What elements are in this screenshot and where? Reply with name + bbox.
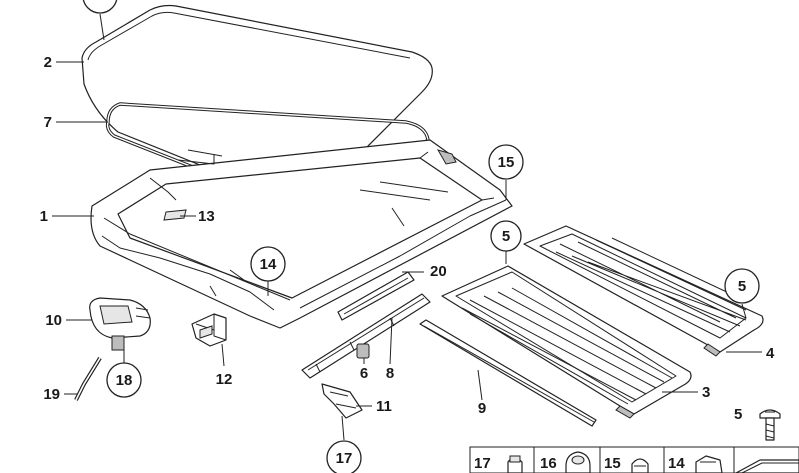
callout-6: 6 [360, 365, 368, 382]
callout-19: 19 [43, 386, 60, 403]
callout-1: 1 [40, 208, 48, 225]
legend-num-14: 14 [668, 455, 685, 472]
callout-5c: 5 [734, 406, 742, 423]
nut-icon [507, 455, 523, 473]
callout-5b: 5 [738, 278, 746, 295]
sunroof-frame [90, 139, 513, 329]
callout-4: 4 [766, 345, 775, 362]
guide-rail [301, 293, 431, 379]
legend-num-16: 16 [540, 455, 557, 472]
leader-lines [52, 13, 762, 441]
callout-13: 13 [198, 208, 215, 225]
drive-motor [89, 297, 151, 351]
callout-18: 18 [116, 372, 133, 389]
callout-9: 9 [478, 400, 486, 417]
front-sunshade [441, 265, 692, 419]
callout-17: 17 [336, 450, 353, 467]
callout-circle-top [82, 0, 118, 14]
callout-labels: 2 7 1 13 15 14 20 5 5 4 10 18 12 6 8 3 1… [40, 54, 775, 467]
callout-circle-18 [106, 362, 142, 398]
callout-10: 10 [45, 312, 62, 329]
callout-14: 14 [260, 256, 277, 273]
cable [74, 356, 102, 401]
wedge-icon [735, 459, 799, 473]
callout-5a: 5 [502, 228, 510, 245]
small-bolt [356, 343, 370, 359]
callout-circle-17 [326, 440, 362, 473]
callout-3: 3 [702, 384, 710, 401]
callout-circle-5b [724, 268, 760, 304]
callout-7: 7 [44, 114, 52, 131]
callout-20: 20 [430, 263, 447, 280]
legend-num-17: 17 [474, 455, 491, 472]
legend-num-15: 15 [604, 455, 621, 472]
callout-2: 2 [44, 54, 52, 71]
clip-icon [695, 455, 723, 473]
grommet-icon [565, 451, 591, 473]
callout-12: 12 [216, 371, 233, 388]
mounting-bracket [321, 383, 363, 419]
callout-circle-14 [250, 246, 286, 282]
callout-8: 8 [386, 365, 394, 382]
cap-icon [631, 458, 649, 473]
callout-circle-15 [488, 144, 524, 180]
callout-circle-5a [490, 220, 522, 252]
callout-15: 15 [498, 154, 515, 171]
small-parts-legend: 17 16 15 14 [469, 446, 799, 473]
callout-11: 11 [376, 398, 392, 415]
motor-bracket [191, 313, 227, 347]
wind-deflector-strip [337, 271, 415, 321]
side-rail [419, 319, 597, 427]
screw-icon [759, 409, 781, 441]
